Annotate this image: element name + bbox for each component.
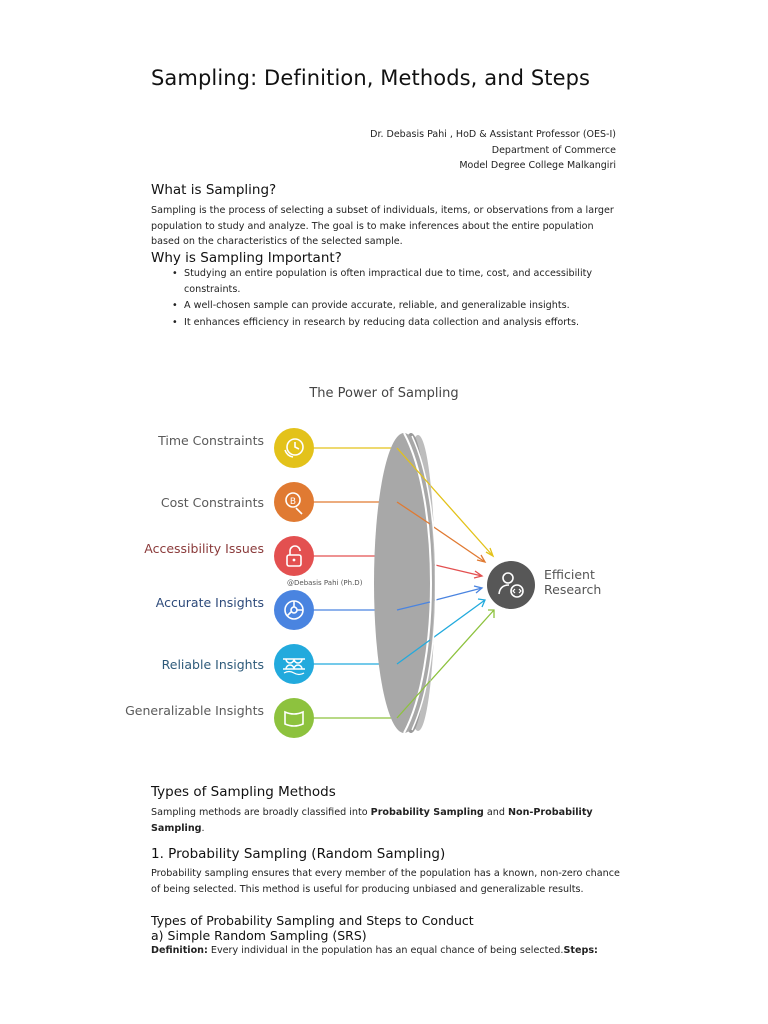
why-bullet-list: Studying an entire population is often i…: [172, 266, 622, 331]
author-block: Dr. Debasis Pahi , HoD & Assistant Profe…: [370, 127, 616, 174]
types-body-text: and: [483, 807, 508, 818]
why-heading: Why is Sampling Important?: [151, 250, 342, 266]
infographic-title: The Power of Sampling: [309, 386, 459, 401]
srs-heading: a) Simple Random Sampling (SRS): [151, 928, 367, 943]
factor-label-accessibility: Accessibility Issues: [144, 541, 264, 556]
result-label: Efficient Research: [544, 567, 608, 597]
factor-label-time: Time Constraints: [158, 433, 264, 448]
why-bullet: Studying an entire population is often i…: [172, 266, 622, 297]
prob-body: Probability sampling ensures that every …: [151, 868, 620, 895]
result-label-text: Efficient Research: [544, 567, 602, 597]
steps-label: Steps:: [563, 945, 598, 956]
watermark: @Debasis Pahi (Ph.D): [287, 579, 363, 587]
prob-sub-heading: Types of Probability Sampling and Steps …: [151, 913, 474, 928]
types-body-text: Sampling methods are broadly classified …: [151, 807, 371, 818]
target-icon: [274, 590, 314, 630]
what-body: Sampling is the process of selecting a s…: [151, 205, 614, 247]
factor-label-accurate: Accurate Insights: [155, 595, 264, 610]
srs-definition: Definition: Every individual in the popu…: [151, 943, 631, 959]
types-heading: Types of Sampling Methods: [151, 784, 336, 800]
why-bullet: A well-chosen sample can provide accurat…: [172, 298, 622, 314]
person-code-icon: [487, 561, 535, 609]
factor-label-generalizable: Generalizable Insights: [125, 703, 264, 718]
definition-label: Definition:: [151, 945, 208, 956]
factor-label-reliable: Reliable Insights: [161, 657, 264, 672]
arrow-heads: [473, 547, 495, 618]
types-bold-probability: Probability Sampling: [370, 807, 484, 818]
banner-icon: [274, 698, 314, 738]
why-bullet: It enhances efficiency in research by re…: [172, 315, 622, 331]
author-college: Model Degree College Malkangiri: [459, 160, 616, 171]
author-name: Dr. Debasis Pahi , HoD & Assistant Profe…: [370, 129, 616, 140]
types-body-text: .: [201, 822, 205, 834]
author-department: Department of Commerce: [491, 144, 616, 156]
page-title: Sampling: Definition, Methods, and Steps: [151, 66, 591, 90]
clock-hand-icon: [274, 428, 314, 468]
types-bold-nonprobability: Non-Probability Sampling: [151, 807, 593, 834]
what-heading: What is Sampling?: [151, 182, 277, 198]
factor-label-cost: Cost Constraints: [160, 495, 264, 510]
svg-text:B: B: [290, 497, 296, 507]
prob-heading: 1. Probability Sampling (Random Sampling…: [151, 846, 446, 862]
connector-front: [396, 447, 431, 719]
coin-hand-icon: B: [274, 482, 314, 522]
types-body: Sampling methods are broadly classified …: [151, 805, 621, 836]
definition-text: Every individual in the population has a…: [207, 945, 564, 956]
lens-shape: [374, 432, 437, 734]
unlock-icon: [274, 536, 314, 576]
bridge-icon: [274, 644, 314, 684]
